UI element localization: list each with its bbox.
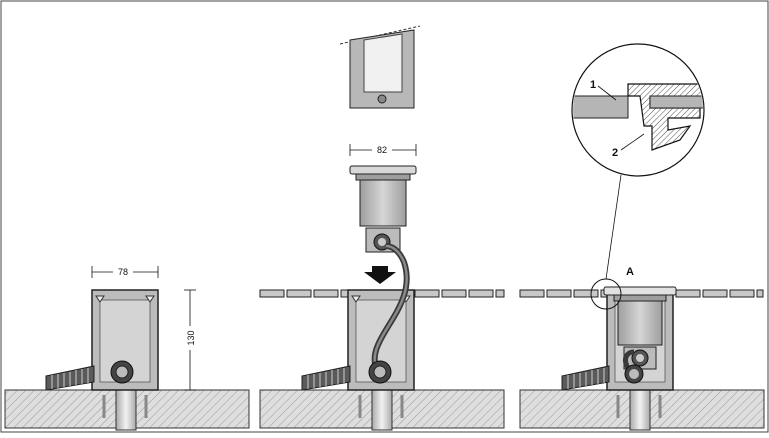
connector-core [636, 354, 644, 362]
paving-stones [259, 289, 505, 298]
plate-screw-icon [377, 94, 387, 104]
cover-plate-window [363, 33, 403, 93]
housing-clip [145, 295, 155, 303]
drain-pipe [629, 389, 651, 431]
luminaire-collar [355, 173, 411, 181]
cable-conduit [45, 365, 95, 391]
cable-gland-core [629, 369, 639, 379]
callout-1: 1 [590, 79, 596, 91]
luminaire-flange [603, 286, 677, 296]
cable-conduit [301, 365, 351, 391]
detail-leader-line [605, 174, 622, 280]
luminaire-collar [613, 294, 667, 302]
paving-section-right [649, 95, 703, 109]
cable-gland-core [115, 365, 129, 379]
luminaire-body [359, 179, 407, 227]
detail-marker-a: A [626, 266, 634, 278]
drain-pipe [371, 389, 393, 431]
callout-2: 2 [612, 147, 618, 159]
callout-1-leader [597, 85, 617, 101]
dimension-label-bg [184, 326, 196, 350]
magnified-detail: 1 2 [571, 43, 705, 177]
luminaire-body [617, 300, 663, 346]
width-label-left: 78 [118, 267, 128, 277]
connector-core [378, 238, 386, 246]
housing-clip [95, 295, 105, 303]
luminaire-flange [349, 165, 417, 175]
cable-gland-core [373, 365, 387, 379]
insert-arrow-icon [364, 266, 396, 284]
supply-cable-highlight [373, 244, 408, 373]
width-label-middle: 82 [377, 145, 387, 155]
callout-2-leader [620, 133, 645, 151]
middle-panel: 82 [259, 25, 505, 431]
drain-pipe [115, 389, 137, 431]
cable-conduit [561, 365, 610, 391]
housing-clip [351, 295, 361, 303]
left-panel: 78 130 [4, 266, 250, 431]
paving-section [573, 95, 629, 119]
right-panel: A 1 2 [519, 43, 765, 431]
dimension-label-bg [372, 144, 392, 155]
dimension-label-bg [113, 266, 133, 277]
height-label-left: 130 [186, 330, 196, 345]
